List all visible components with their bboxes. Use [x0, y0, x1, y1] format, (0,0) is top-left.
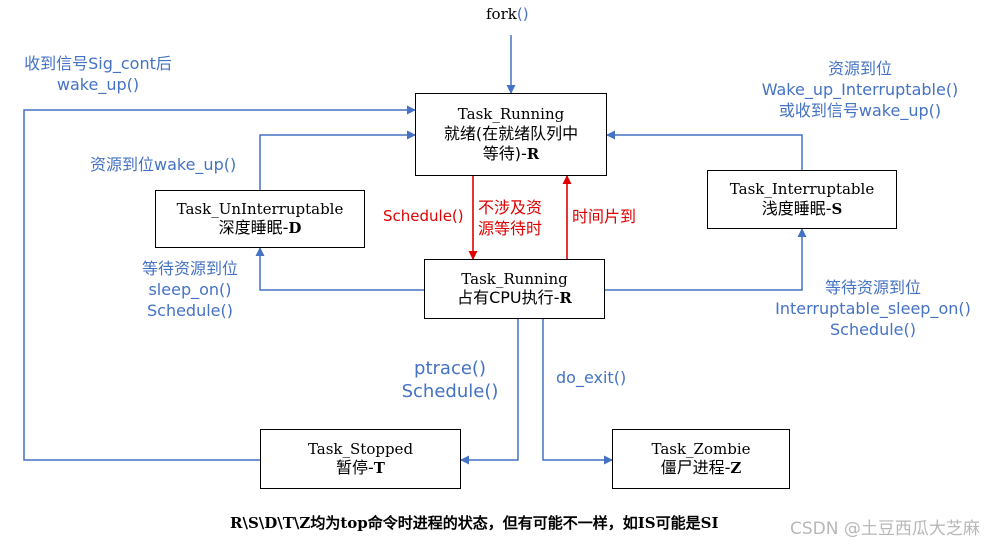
state-interruptible: Task_Interruptable 浅度睡眠-S	[707, 170, 897, 229]
uninterruptible-desc: 深度睡眠-D	[218, 218, 302, 238]
arrow-uninterruptible-to-ready	[259, 130, 416, 190]
watermark: CSDN @土豆西瓜大芝麻	[790, 519, 980, 539]
stopped-desc: 暂停-T	[336, 458, 385, 478]
state-zombie: Task_Zombie 僵尸进程-Z	[612, 429, 790, 489]
running-ready-line2: 等待)-R	[482, 143, 540, 163]
arrow-stopped-to-ready	[23, 105, 416, 461]
no-resource-wait-label: 不涉及资 源等待时	[478, 198, 543, 238]
footer-note: R\S\D\T\Z均为top命令时进程的状态，但有可能不一样，如IS可能是SI	[230, 514, 719, 532]
arrow-cpu-to-stopped	[460, 319, 519, 465]
state-running-cpu: Task_Running 占有CPU执行-R	[424, 259, 605, 319]
running-cpu-desc: 占有CPU执行-R	[457, 288, 572, 308]
resource-ready-right-label: 资源到位 Wake_up_Interruptable() 或收到信号wake_u…	[761, 59, 959, 120]
resource-ready-wakeup-label: 资源到位wake_up()	[90, 155, 237, 174]
arrow-cpu-to-interruptible	[605, 228, 807, 291]
wait-resource-left-label: 等待资源到位 sleep_on() Schedule()	[141, 259, 238, 320]
interruptible-desc: 浅度睡眠-S	[761, 198, 843, 218]
state-running-ready: Task_Running 就绪(在就绪队列中 等待)-R	[415, 93, 607, 176]
zombie-desc: 僵尸进程-Z	[660, 458, 742, 478]
do-exit-label: do_exit()	[556, 368, 627, 387]
zombie-title: Task_Zombie	[651, 439, 751, 458]
arrow-interruptible-to-ready	[606, 130, 803, 170]
arrow-cpu-to-uninterruptible	[255, 247, 424, 291]
stopped-title: Task_Stopped	[307, 439, 414, 458]
schedule-red-label: Schedule()	[383, 207, 464, 225]
wait-resource-right-label: 等待资源到位 Interruptable_sleep_on() Schedule…	[775, 278, 971, 339]
running-ready-title: Task_Running	[457, 105, 565, 124]
running-cpu-title: Task_Running	[461, 269, 568, 288]
uninterruptible-title: Task_UnInterruptable	[176, 199, 344, 218]
timeslice-label: 时间片到	[572, 207, 637, 226]
state-stopped: Task_Stopped 暂停-T	[260, 429, 461, 489]
state-uninterruptible: Task_UnInterruptable 深度睡眠-D	[155, 190, 365, 248]
running-ready-line1: 就绪(在就绪队列中	[443, 123, 579, 143]
interruptible-title: Task_Interruptable	[729, 180, 875, 199]
ptrace-label: ptrace() Schedule()	[401, 358, 499, 403]
sig-cont-label: 收到信号Sig_cont后 wake_up()	[24, 54, 172, 94]
fork-label: fork()	[486, 5, 529, 23]
arrow-cpu-to-zombie	[542, 319, 613, 465]
